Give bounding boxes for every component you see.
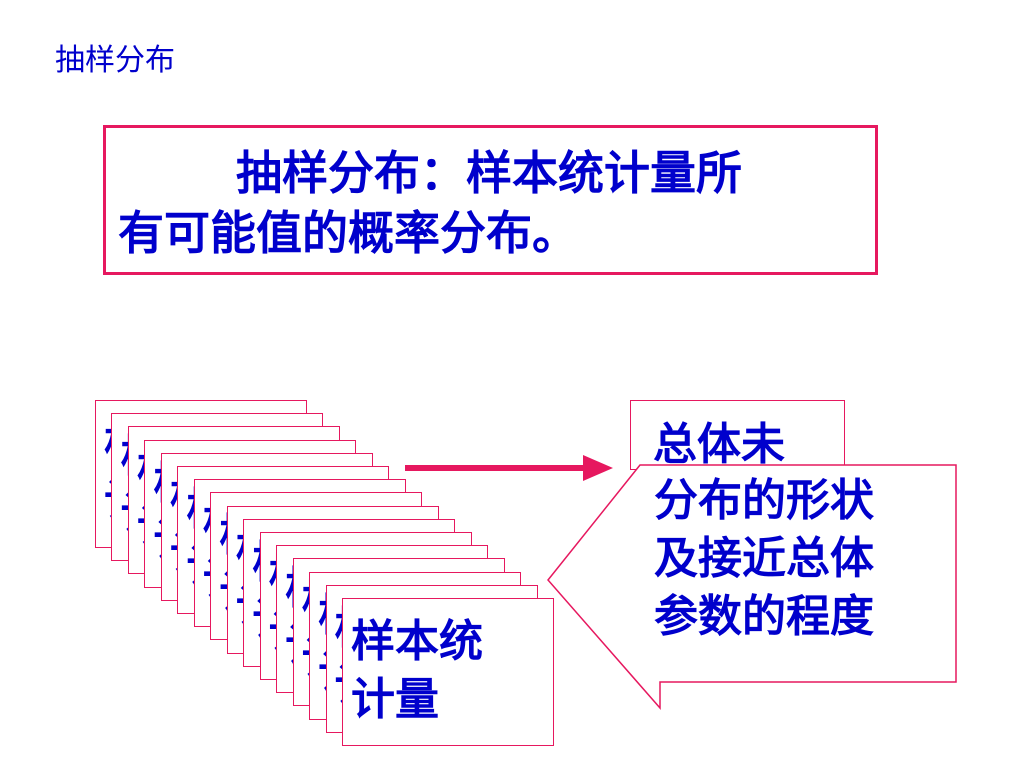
arrow-right-icon [405, 455, 613, 481]
definition-box: 抽样分布：样本统计量所 有可能值的概率分布。 [103, 125, 878, 275]
sample-statistic-card-label: 样本统 计量 [351, 616, 483, 725]
definition-line-1: 抽样分布：样本统计量所 [236, 146, 742, 200]
callout-text: 分布的形状 及接近总体 参数的程度 [654, 475, 874, 642]
population-box-label: 总体未 [653, 419, 785, 470]
population-box: 总体未 [630, 400, 845, 470]
sample-statistic-card-front: 样本统 计量 [342, 598, 554, 746]
slide-title: 抽样分布 [55, 43, 175, 78]
definition-line-2: 有可能值的概率分布。 [118, 206, 578, 260]
